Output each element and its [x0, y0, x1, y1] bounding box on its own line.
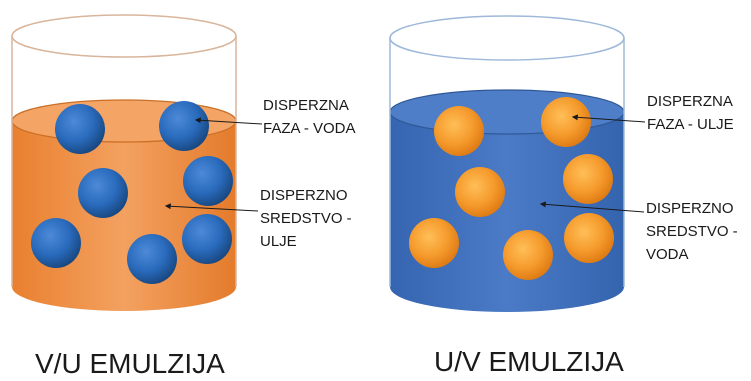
- dispersed-phase-label: DISPERZNA FAZA - VODA: [263, 97, 356, 137]
- panel-title: U/V EMULZIJA: [434, 346, 624, 377]
- phase-arrow-right: [571, 114, 646, 123]
- dispersion-medium-label: DISPERZNO SREDSTVO - ULJE: [260, 187, 356, 250]
- water-droplet: [31, 218, 81, 268]
- uv-emulsion-panel: DISPERZNA FAZA - ULJE DISPERZNO SREDSTVO…: [389, 15, 742, 377]
- oil-droplet: [563, 154, 613, 204]
- water-droplet: [55, 104, 105, 154]
- dispersed-phase-label: DISPERZNA FAZA - ULJE: [647, 93, 736, 133]
- water-droplet: [78, 168, 128, 218]
- water-droplet: [183, 156, 233, 206]
- oil-droplet: [564, 213, 614, 263]
- oil-droplet: [434, 106, 484, 156]
- oil-droplet: [409, 218, 459, 268]
- beaker-rim: [11, 14, 237, 58]
- water-medium-liquid: [390, 112, 624, 312]
- medium-arrow-right: [539, 201, 645, 213]
- vu-emulsion-panel: DISPERZNA FAZA - VODA DISPERZNO SREDSTVO…: [11, 14, 356, 379]
- water-droplet: [159, 101, 209, 151]
- oil-droplet: [541, 97, 591, 147]
- oil-droplets: [409, 97, 614, 280]
- water-droplets: [31, 101, 233, 284]
- phase-arrow-left: [194, 117, 263, 125]
- panel-title: V/U EMULZIJA: [35, 348, 225, 379]
- dispersion-medium-label: DISPERZNO SREDSTVO - VODA: [646, 200, 742, 263]
- oil-droplet: [455, 167, 505, 217]
- beaker-rim: [389, 15, 625, 61]
- oil-droplet: [503, 230, 553, 280]
- water-droplet: [127, 234, 177, 284]
- water-droplet: [182, 214, 232, 264]
- medium-arrow-left: [164, 203, 259, 212]
